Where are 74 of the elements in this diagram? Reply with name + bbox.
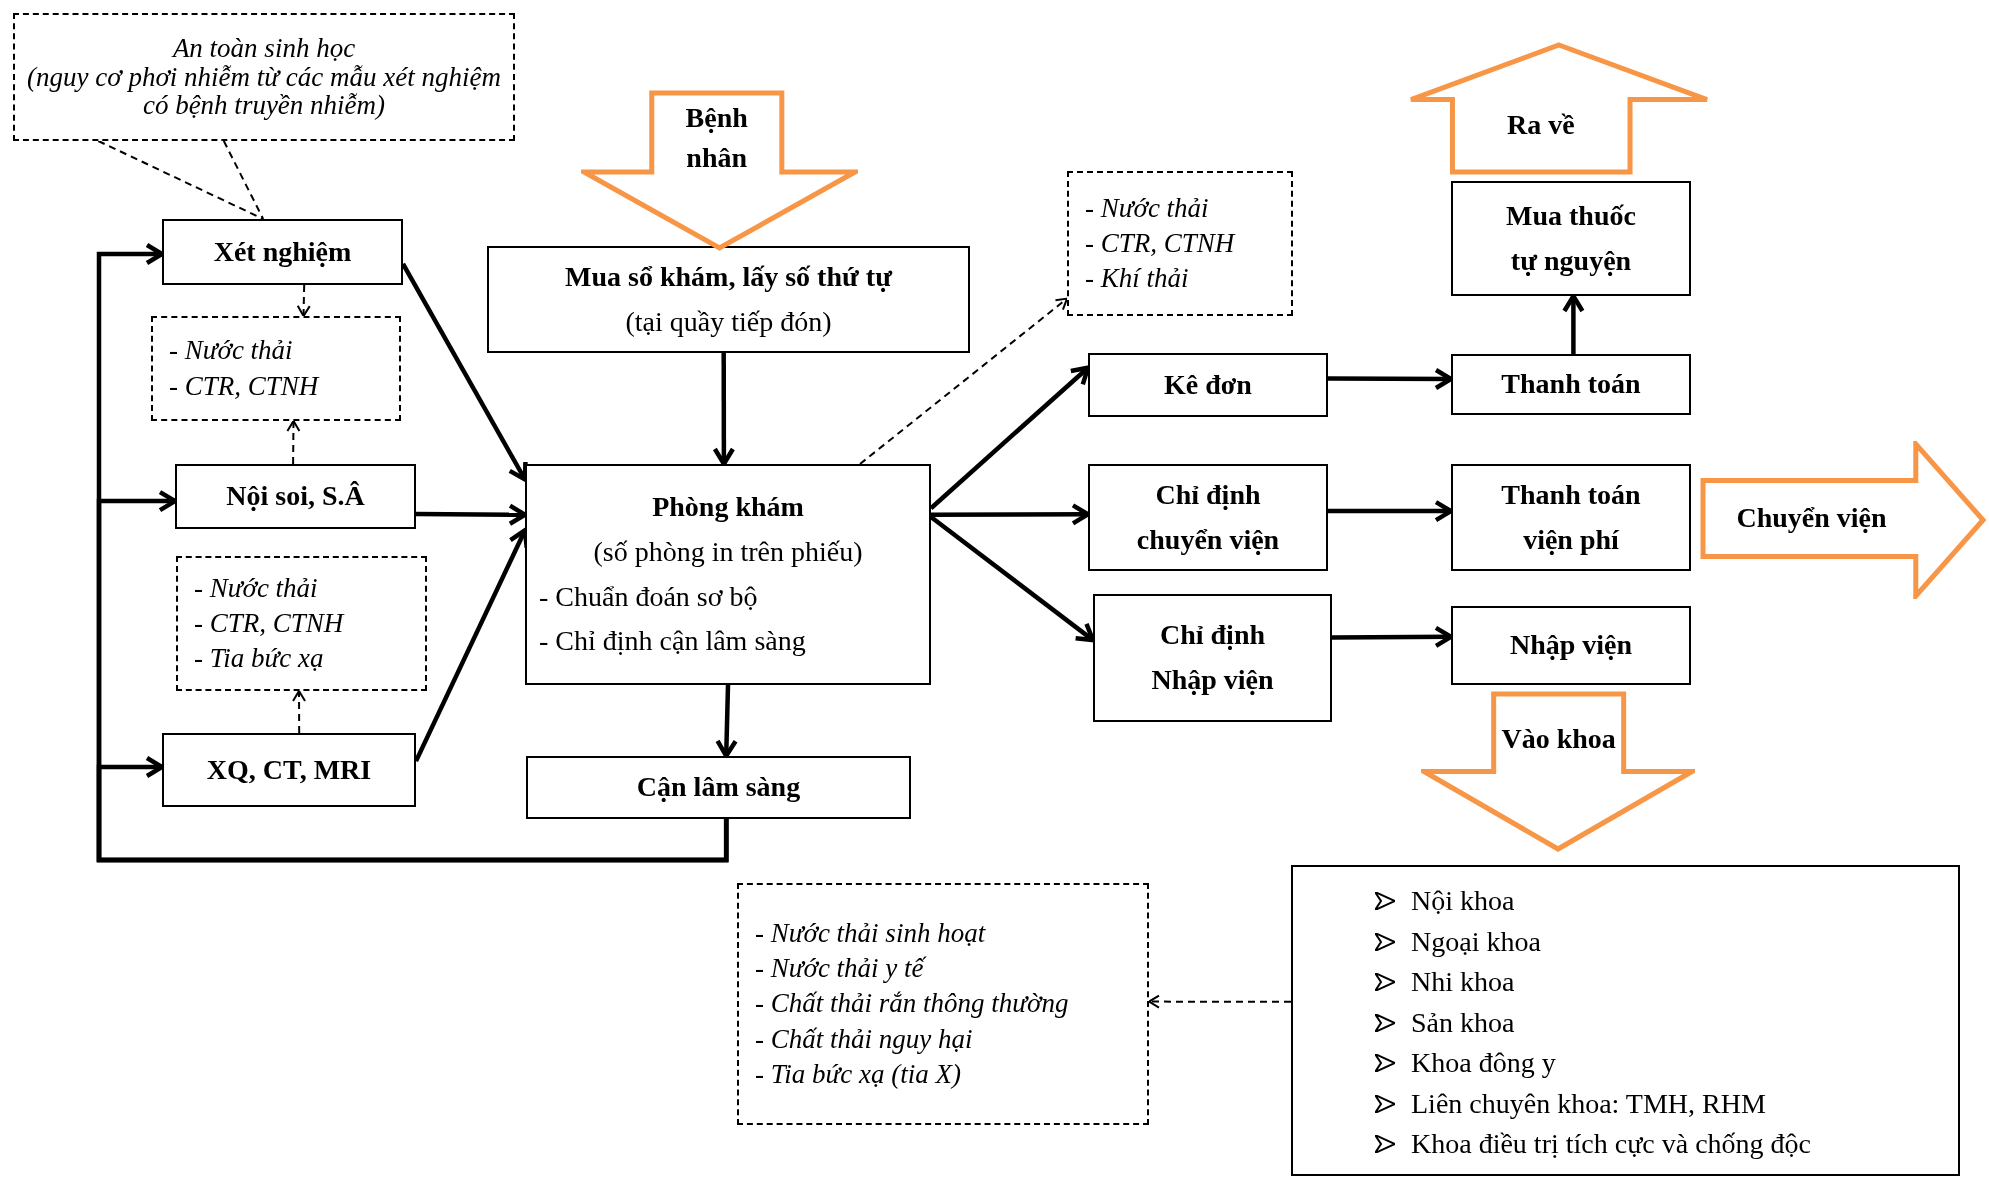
- box-label: Cận lâm sàng: [636, 770, 801, 805]
- note-text: - Nước thải: [1085, 191, 1209, 225]
- note-text: - CTR, CTNH: [169, 369, 319, 403]
- box-label: Xét nghiệm: [213, 234, 352, 269]
- box-label: Kê đơn: [1164, 367, 1252, 402]
- dashed-note-box: [13, 13, 515, 141]
- process-box: [487, 246, 970, 353]
- note-text: - CTR, CTNH: [1085, 226, 1235, 260]
- box-label: - Chuẩn đoán sơ bộ: [539, 579, 759, 614]
- arrow-label: Vào khoa: [1501, 722, 1616, 756]
- list-item: Liên chuyên khoa: TMH, RHM: [1411, 1086, 1766, 1121]
- arrow-label: Bệnh nhân: [684, 100, 749, 176]
- process-box: [1088, 464, 1328, 571]
- process-box: [1451, 464, 1691, 571]
- note-text: - Nước thải sinh hoạt: [755, 917, 986, 951]
- process-box: [1093, 594, 1332, 722]
- box-label: Mua sổ khám, lấy số thứ tự: [565, 259, 892, 294]
- arrow: [1148, 994, 1292, 1009]
- box-label: (số phòng in trên phiếu): [592, 534, 864, 569]
- dashed-note-box: [151, 316, 401, 421]
- process-box: [1088, 353, 1328, 417]
- arrow: [859, 297, 1068, 465]
- note-text: - Nước thải: [169, 334, 293, 368]
- process-box: [1451, 606, 1691, 685]
- box-label: Thanh toán: [1501, 367, 1641, 402]
- process-box: [162, 733, 416, 807]
- note-text: - Tia bức xạ (tia X): [755, 1057, 961, 1091]
- box-label: Chỉ định Nhập viện: [1150, 618, 1275, 697]
- note-text: - CTR, CTNH: [194, 606, 344, 640]
- process-box: [526, 756, 911, 819]
- note-text: (nguy cơ phơi nhiễm từ các mẫu xét nghiệm có bệnh truyền nhiễm): [27, 62, 501, 120]
- arrow: [292, 690, 307, 734]
- process-box: [1451, 181, 1691, 296]
- arrow: [96, 755, 729, 863]
- leader-line: [97, 140, 265, 220]
- list-item: Khoa đông y: [1411, 1046, 1556, 1081]
- arrow: [286, 420, 301, 465]
- list-item: Sản khoa: [1411, 1005, 1515, 1040]
- box-label: Chỉ định chuyển viện: [1135, 477, 1281, 557]
- block-arrow: [1700, 441, 1986, 599]
- list-item: Ngoại khoa: [1411, 924, 1541, 959]
- note-text: - Khí thải: [1085, 262, 1189, 296]
- arrow: [712, 353, 736, 467]
- box-label: Mua thuốc tự nguyện: [1505, 198, 1637, 278]
- box-label: XQ, CT, MRI: [206, 752, 372, 787]
- box-label: Thanh toán viện phí: [1500, 477, 1642, 557]
- block-arrow: [581, 90, 858, 251]
- block-arrow: [1421, 691, 1695, 852]
- list-item: Nội khoa: [1411, 884, 1515, 919]
- note-text: - Chất thải rắn thông thường: [755, 987, 1069, 1021]
- arrow-label: Chuyển viện: [1736, 501, 1887, 536]
- arrow: [296, 284, 311, 317]
- note-text: An toàn sinh học: [172, 34, 356, 63]
- process-box: [175, 464, 416, 529]
- box-label: Phòng khám: [651, 489, 805, 524]
- note-text: - Nước thải: [194, 571, 318, 605]
- box-label: - Chỉ định cận lâm sàng: [539, 624, 807, 659]
- dashed-note-box: [1067, 171, 1293, 316]
- list-box: [1291, 865, 1960, 1176]
- box-label: Nhập viện: [1509, 628, 1633, 663]
- list-item: Nhi khoa: [1411, 965, 1515, 1000]
- process-box: [525, 464, 931, 685]
- dashed-note-box: [737, 883, 1149, 1125]
- box-label: Nội soi, S.Â: [226, 479, 365, 514]
- process-box: [1451, 354, 1691, 415]
- list-item: Khoa điều trị tích cực và chống độc: [1411, 1127, 1812, 1162]
- process-box: [162, 219, 403, 285]
- arrow-label: Ra về: [1507, 108, 1575, 143]
- note-text: - Chất thải nguy hại: [755, 1022, 973, 1056]
- note-text: - Tia bức xạ: [194, 642, 324, 676]
- block-arrow: [1408, 42, 1710, 175]
- dashed-note-box: [176, 556, 427, 691]
- arrow: [715, 684, 738, 759]
- box-label: (tại quầy tiếp đón): [625, 304, 832, 339]
